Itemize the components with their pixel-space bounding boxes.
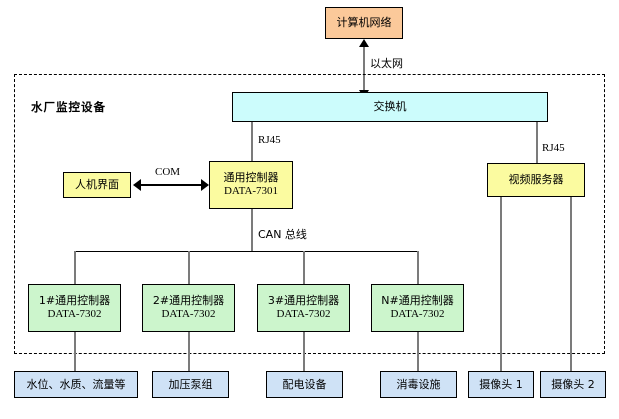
device-pump-group[interactable]: 加压泵组 <box>152 371 229 398</box>
ethernet-label: 以太网 <box>370 57 403 70</box>
controller-1-device-line <box>74 332 76 371</box>
node-computer-network-label: 计算机网络 <box>336 16 392 30</box>
water-plant-enclosure <box>14 74 605 354</box>
node-controller-2-label: 2#通用控制器 <box>152 294 225 308</box>
controller-n-device-line <box>417 332 419 371</box>
device-water-sensors[interactable]: 水位、水质、流量等 <box>14 371 138 398</box>
node-switch-label: 交换机 <box>373 100 407 114</box>
node-controller-2-model: DATA-7302 <box>161 308 216 320</box>
node-main-controller-model: DATA-7301 <box>223 185 279 197</box>
enclosure-label: 水厂监控设备 <box>31 100 106 114</box>
device-camera-2[interactable]: 摄像头 2 <box>540 371 606 398</box>
node-controller-n-model: DATA-7302 <box>390 308 445 320</box>
rj45-left-label: RJ45 <box>258 134 281 146</box>
controller-2-device-line <box>188 332 190 371</box>
node-controller-3-model: DATA-7302 <box>276 308 331 320</box>
rj45-right-line <box>536 122 538 163</box>
node-switch[interactable]: 交换机 <box>232 92 548 122</box>
device-camera-1-label: 摄像头 1 <box>479 377 523 391</box>
can-bus-line <box>251 209 253 251</box>
can-bus-label: CAN 总线 <box>258 228 307 241</box>
camera-2-line <box>570 197 572 371</box>
node-main-controller-label: 通用控制器 <box>223 171 279 185</box>
device-pump-group-label: 加压泵组 <box>168 377 213 391</box>
node-computer-network[interactable]: 计算机网络 <box>325 7 403 39</box>
device-water-sensors-label: 水位、水质、流量等 <box>26 377 126 391</box>
device-disinfection[interactable]: 消毒设施 <box>380 371 457 398</box>
com-label: COM <box>155 166 181 178</box>
device-camera-1[interactable]: 摄像头 1 <box>468 371 534 398</box>
device-disinfection-label: 消毒设施 <box>396 377 441 391</box>
rj45-right-label: RJ45 <box>542 142 565 154</box>
node-controller-2[interactable]: 2#通用控制器 DATA-7302 <box>142 284 235 332</box>
rj45-left-line <box>251 122 253 161</box>
node-video-server-label: 视频服务器 <box>508 173 564 187</box>
device-camera-2-label: 摄像头 2 <box>551 377 595 391</box>
node-controller-1[interactable]: 1#通用控制器 DATA-7302 <box>28 284 121 332</box>
node-controller-n-label: N#通用控制器 <box>381 294 454 308</box>
node-controller-1-model: DATA-7302 <box>47 308 102 320</box>
node-controller-3[interactable]: 3#通用控制器 DATA-7302 <box>257 284 350 332</box>
controller-3-device-line <box>303 332 305 371</box>
device-power-distribution[interactable]: 配电设备 <box>266 371 343 398</box>
can-drop-2 <box>188 251 190 284</box>
camera-1-line <box>500 197 502 371</box>
can-drop-4 <box>417 251 419 284</box>
node-controller-3-label: 3#通用控制器 <box>267 294 340 308</box>
node-main-controller[interactable]: 通用控制器 DATA-7301 <box>209 161 293 209</box>
node-video-server[interactable]: 视频服务器 <box>487 163 585 197</box>
com-link-arrow <box>133 179 209 191</box>
can-drop-3 <box>303 251 305 284</box>
node-controller-n[interactable]: N#通用控制器 DATA-7302 <box>371 284 464 332</box>
node-hmi-label: 人机界面 <box>75 178 119 192</box>
can-drop-1 <box>74 251 76 284</box>
node-controller-1-label: 1#通用控制器 <box>38 294 111 308</box>
node-hmi[interactable]: 人机界面 <box>63 172 131 198</box>
can-bus-distribution-bar <box>75 251 418 252</box>
device-power-distribution-label: 配电设备 <box>282 377 327 391</box>
